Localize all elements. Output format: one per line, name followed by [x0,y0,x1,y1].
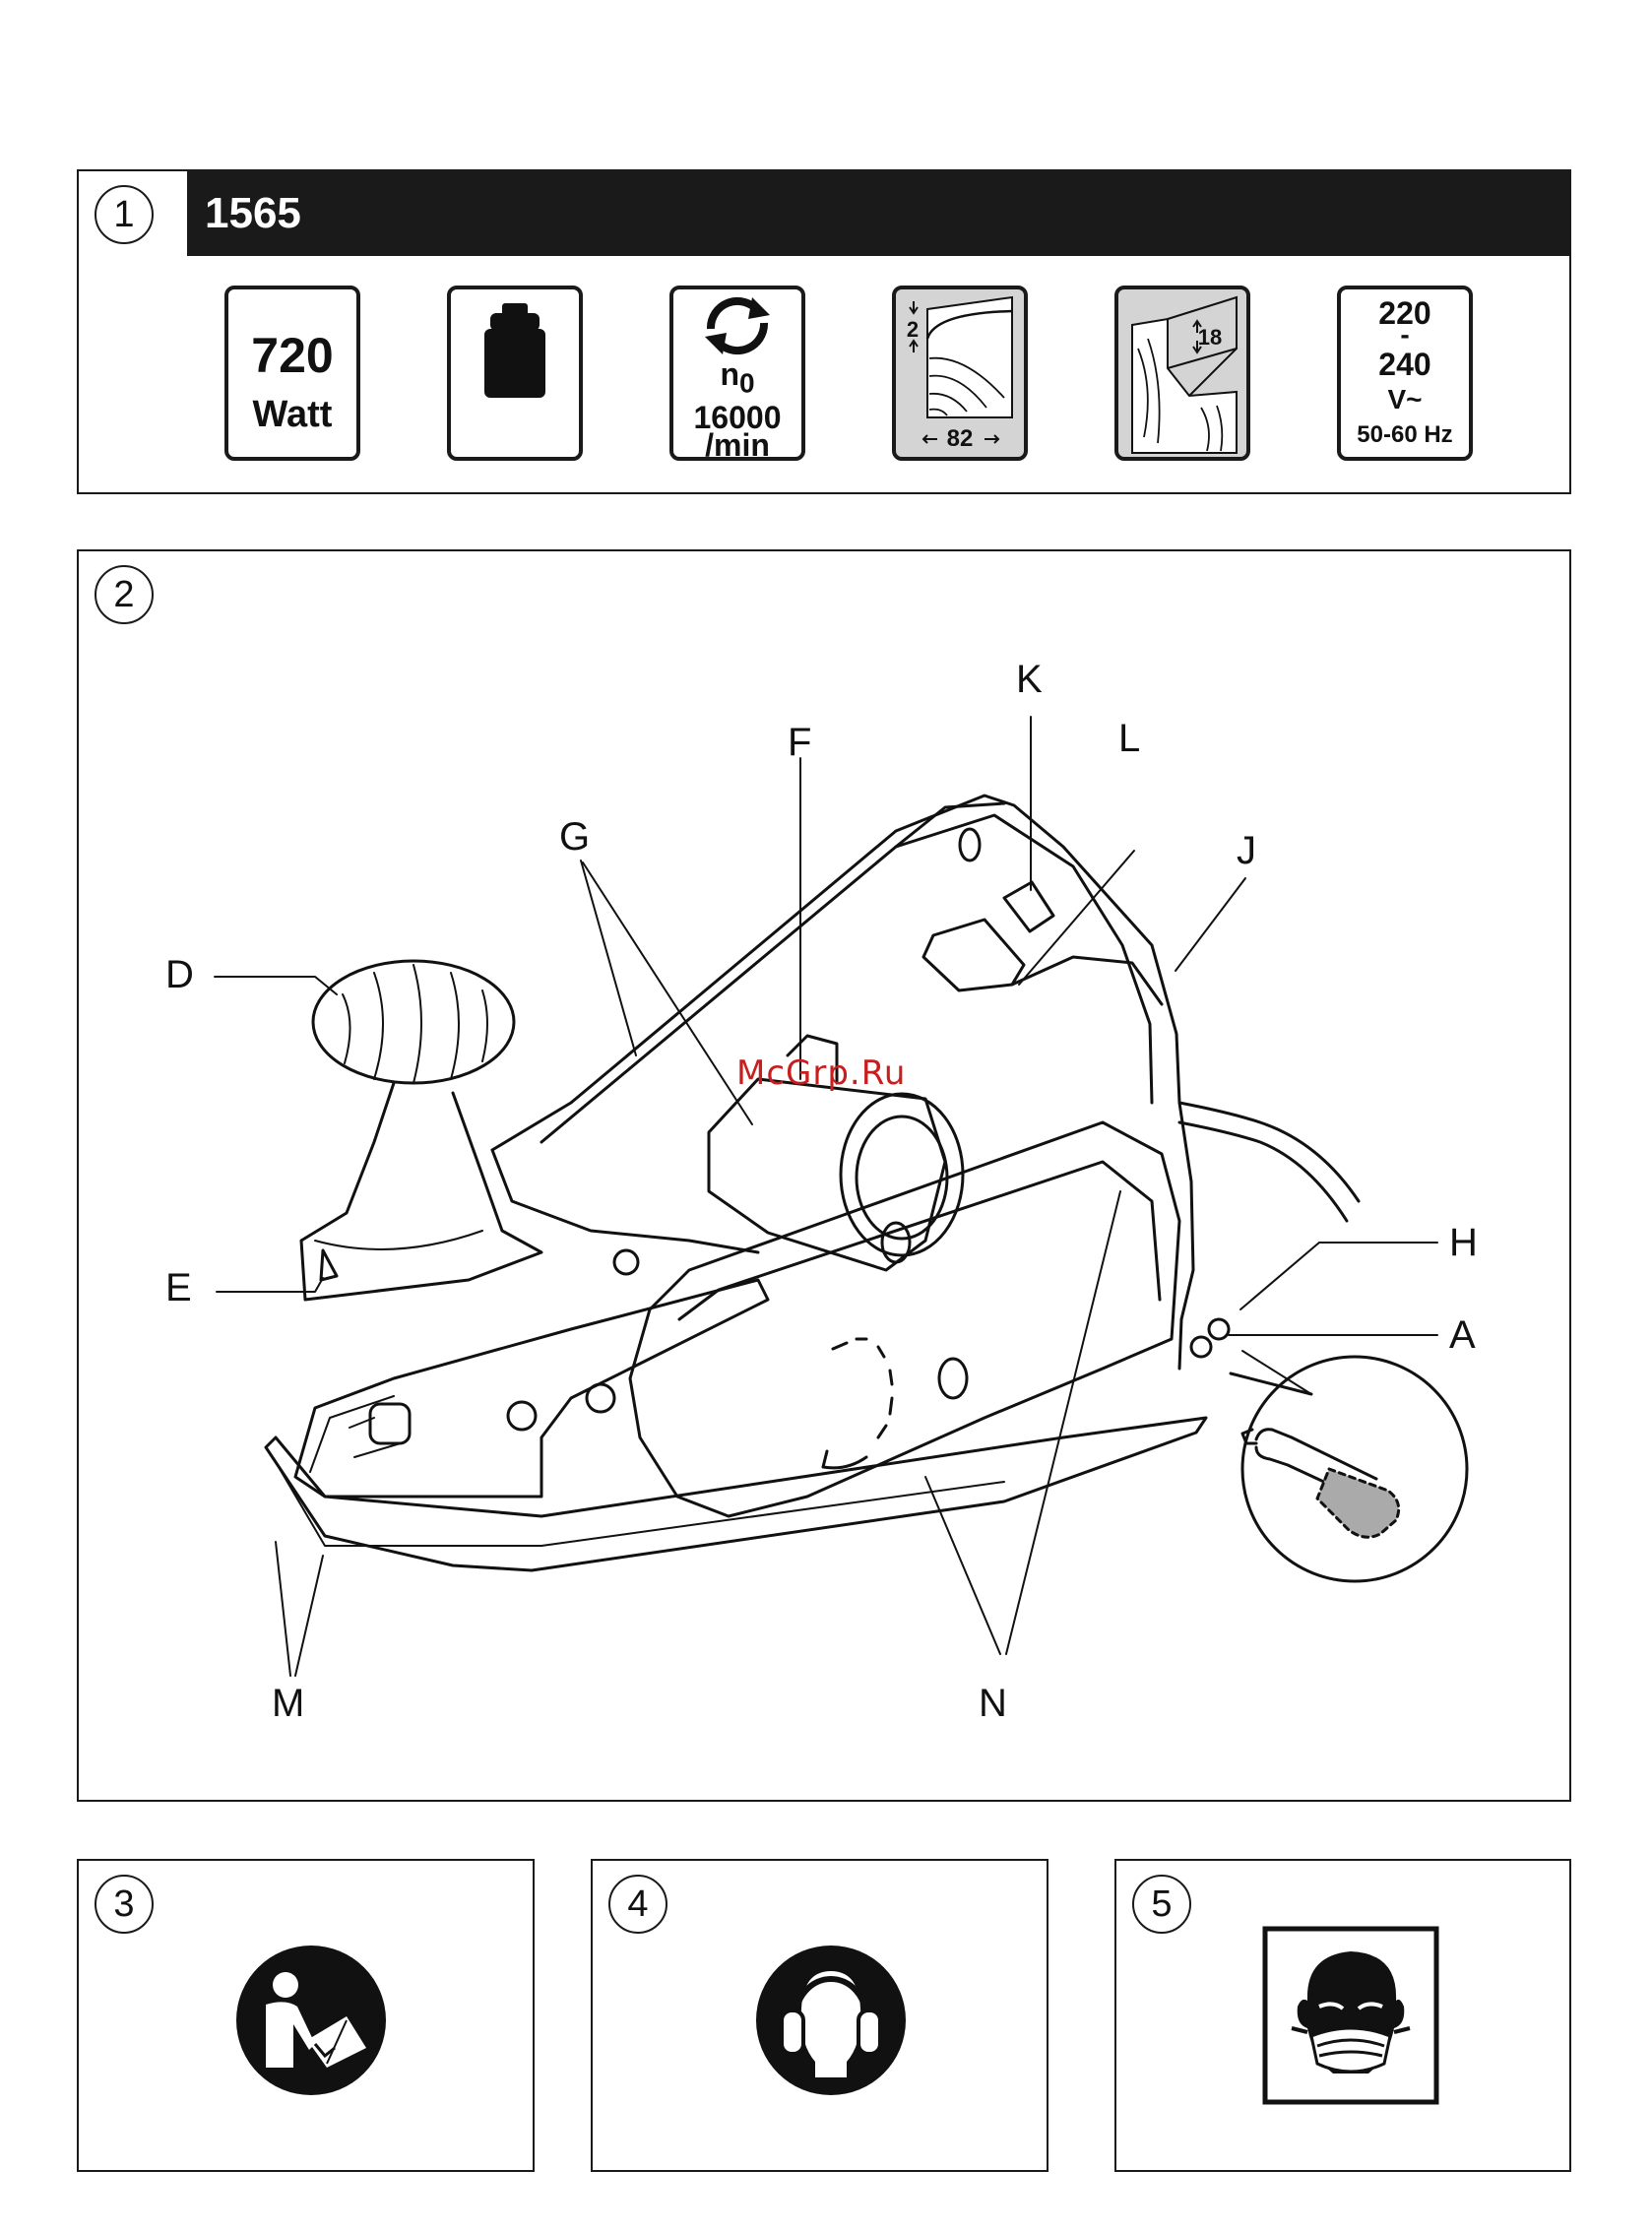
rebate-depth-value: 18 [1146,325,1250,351]
read-manual-icon [236,1946,386,2095]
planing-width-value: 82 [896,425,1024,453]
speed-subscript: 0 [739,367,755,398]
voltage-spec-box: 220 - 240 V~ 50-60 Hz [1337,286,1473,461]
front-knob [301,961,541,1300]
power-value: 720 [228,327,356,384]
power-cable [1179,1103,1359,1201]
label-e: E [165,1266,192,1310]
label-m: M [272,1682,304,1726]
label-j: J [1237,829,1256,873]
power-spec-box: 720 Watt [224,286,360,461]
front-body [295,1280,768,1497]
label-d: D [165,953,194,997]
ear-protection-icon [756,1946,906,2095]
weight-icon [451,289,579,457]
rebate-spec-box: 18 [1114,286,1250,461]
dust-mask-icon [1262,1926,1439,2105]
frequency-value: 50-60 Hz [1341,421,1469,449]
label-n: N [979,1682,1007,1726]
panel-number: 4 [608,1875,667,1934]
label-k: K [1016,658,1043,702]
maintenance-inset [1231,1357,1467,1581]
power-unit: Watt [228,394,356,436]
rotation-arrows-icon [673,289,801,358]
belt-cover [630,1122,1179,1516]
label-g: G [559,815,590,860]
weight-spec-box [447,286,583,461]
planing-depth-value: 2 [892,317,977,343]
specifications-panel: 1 1565 720 Watt n0 16000 /min [77,169,1571,494]
rebate-depth-icon [1118,289,1246,457]
model-number: 1565 [205,189,301,238]
panel-number: 1 [95,185,154,244]
speed-spec-box: n0 16000 /min [669,286,805,461]
label-h: H [1449,1221,1478,1265]
speed-unit: /min [673,427,801,461]
planing-width-spec-box: 2 82 [892,286,1028,461]
voltage-unit: V~ [1341,384,1469,415]
planer-illustration [79,551,1569,1800]
ear-protection-panel: 4 [591,1859,1048,2172]
voltage-high: 240 [1341,347,1469,383]
label-f: F [788,721,811,765]
tool-diagram-panel: 2 [77,549,1571,1802]
watermark: McGrp.Ru [736,1053,906,1093]
label-a: A [1449,1313,1476,1358]
dust-mask-panel: 5 [1114,1859,1571,2172]
read-manual-panel: 3 [77,1859,535,2172]
panel-number: 5 [1132,1875,1191,1934]
panel-number: 3 [95,1875,154,1934]
label-l: L [1118,717,1140,761]
model-title-bar: 1565 [187,171,1569,256]
speed-symbol: n [720,356,739,392]
